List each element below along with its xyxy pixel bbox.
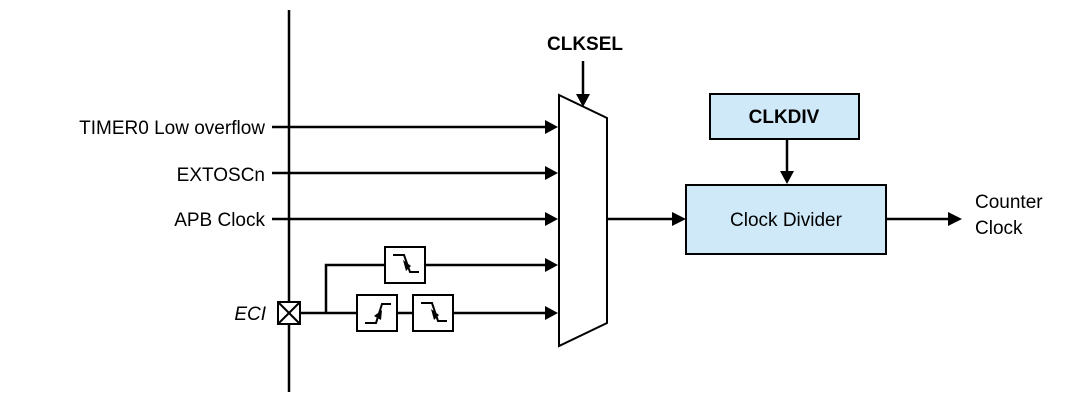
clksel-label: CLKSEL [547,34,623,55]
input-label-eci: ECI [234,304,266,325]
wire-eci-branch [324,263,385,313]
clock-mux [558,93,608,348]
arrow-falling-edge [545,258,558,272]
output-label-clock: Clock [975,218,1023,239]
clock-divider-label: Clock Divider [730,210,843,231]
output-label-counter: Counter [975,192,1043,213]
rising-edge-detector-icon [356,294,398,332]
arrow-output [948,212,962,226]
input-label-timer0: TIMER0 Low overflow [79,118,265,139]
arrow-extosc [545,166,558,180]
pin-cross-icon [277,301,301,325]
falling-edge-detector-icon [384,246,426,284]
falling-edge-detector-icon [412,294,454,332]
clkdiv-block [709,93,860,140]
input-label-extosc: EXTOSCn [177,165,265,186]
arrow-clksel [576,94,590,107]
arrow-clkdiv [780,171,794,184]
clkdiv-label: CLKDIV [749,107,820,128]
input-label-apb-clock: APB Clock [174,210,265,231]
clock-divider-block [685,184,887,255]
arrow-both-edges [545,306,558,320]
arrow-mux-out [672,212,686,226]
arrow-apb-clock [545,212,558,226]
arrow-timer0 [545,120,558,134]
